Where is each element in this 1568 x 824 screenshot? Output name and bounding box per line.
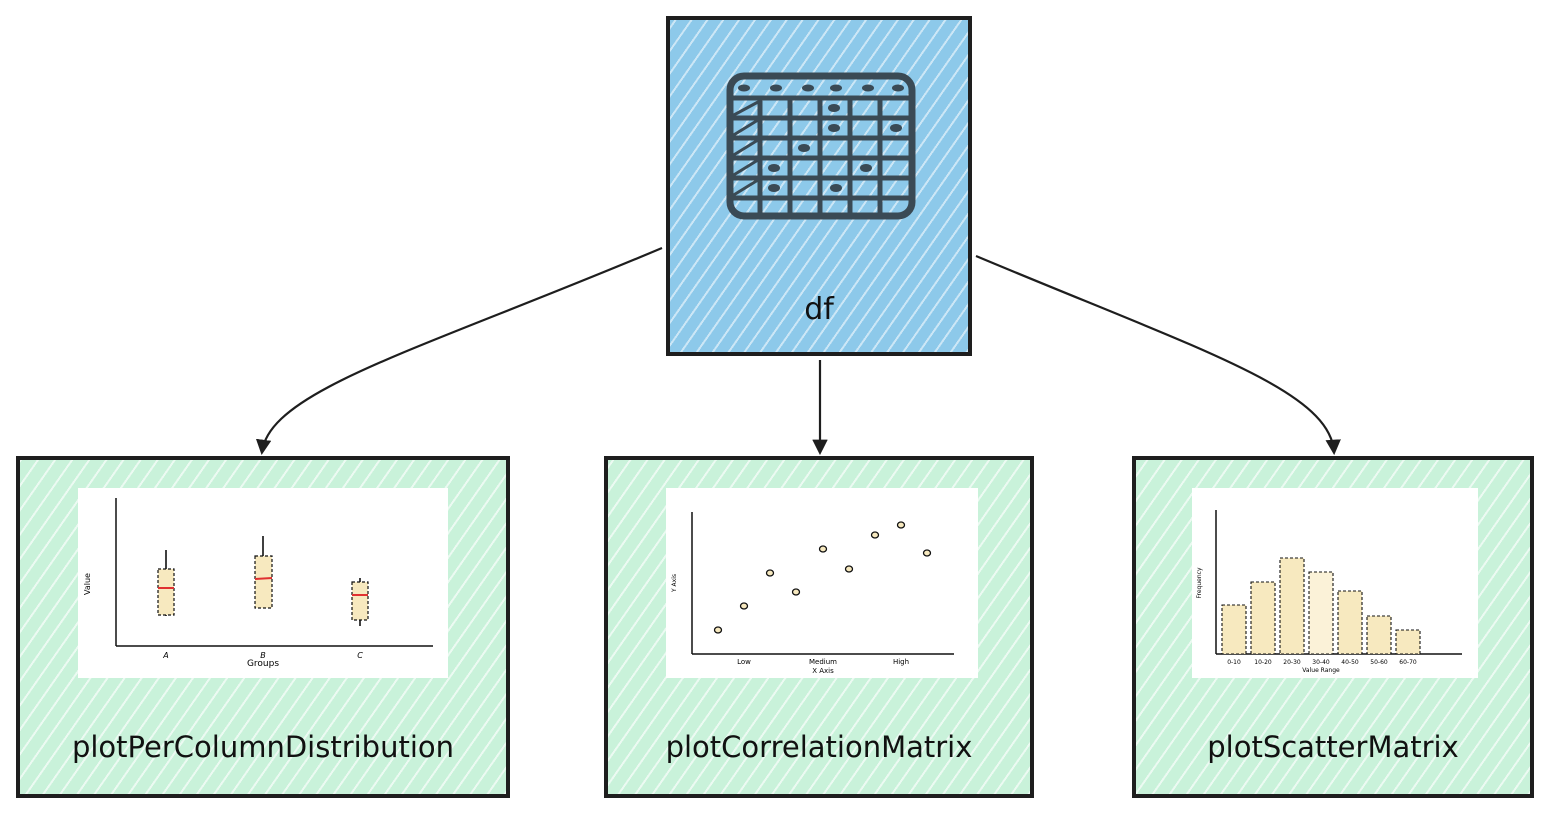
scatter-point — [844, 565, 854, 573]
histogram-chart: 0-10 10-20 20-30 30-40 40-50 50-60 60-70… — [1196, 510, 1462, 674]
tick-label-low: Low — [737, 658, 751, 666]
tick-label-high: High — [893, 658, 909, 666]
distribution-label: plotPerColumnDistribution — [71, 730, 455, 764]
bar-60-70 — [1395, 629, 1421, 655]
y-axis-label: Value — [83, 573, 92, 595]
tick-label-a: A — [162, 651, 168, 660]
scatter-point — [739, 602, 749, 610]
tick-label-40-50: 40-50 — [1341, 659, 1359, 666]
x-axis-label: X Axis — [812, 667, 834, 675]
bar-0-10 — [1221, 604, 1247, 655]
box-b — [254, 555, 273, 609]
tick-label-0-10: 0-10 — [1227, 659, 1241, 666]
box-c — [351, 581, 369, 621]
bar-10-20 — [1250, 581, 1276, 655]
plot-scatter-matrix-node[interactable]: 0-10 10-20 20-30 30-40 40-50 50-60 60-70… — [1132, 456, 1534, 798]
scatter-point — [870, 531, 880, 539]
scatter-matrix-thumbnail: 0-10 10-20 20-30 30-40 40-50 50-60 60-70… — [1192, 488, 1478, 678]
plot-correlation-matrix-node[interactable]: Low Medium High X Axis Y Axis plotCorrel… — [604, 456, 1034, 798]
tick-label-medium: Medium — [809, 658, 837, 666]
bar-50-60 — [1366, 615, 1392, 655]
tick-label-20-30: 20-30 — [1283, 659, 1301, 666]
tick-label-30-40: 30-40 — [1312, 659, 1330, 666]
df-node[interactable]: df — [666, 16, 972, 356]
tick-label-10-20: 10-20 — [1254, 659, 1272, 666]
correlation-label: plotCorrelationMatrix — [665, 730, 973, 764]
tick-label-50-60: 50-60 — [1370, 659, 1388, 666]
box-b-median — [254, 577, 273, 580]
scatter-point — [922, 549, 932, 557]
table-icon — [726, 72, 916, 220]
boxplot-chart: A B C Groups Value — [83, 498, 433, 669]
scatter-matrix-label: plotScatterMatrix — [1207, 730, 1459, 764]
scatter-chart: Low Medium High X Axis Y Axis — [671, 512, 954, 675]
bar-40-50 — [1337, 590, 1363, 655]
y-axis-label: Y Axis — [671, 574, 678, 593]
bar-20-30 — [1279, 557, 1305, 655]
correlation-thumbnail: Low Medium High X Axis Y Axis — [666, 488, 978, 678]
arrow-to-scatter — [975, 254, 1341, 456]
bar-30-40 — [1308, 571, 1334, 655]
scatter-point — [713, 626, 723, 634]
scatter-point — [818, 545, 828, 553]
tick-label-60-70: 60-70 — [1399, 659, 1417, 666]
scatter-point — [765, 569, 775, 577]
x-axis-label: Groups — [247, 659, 279, 669]
scatter-point — [896, 521, 906, 529]
df-label: df — [804, 292, 834, 327]
tick-label-c: C — [357, 651, 363, 660]
scatter-point — [791, 588, 801, 596]
arrow-to-distribution — [255, 246, 663, 456]
y-axis-label: Frequency — [1196, 567, 1203, 598]
box-a — [157, 568, 175, 616]
plot-per-column-distribution-node[interactable]: A B C Groups Value plotPerColumnDistribu… — [16, 456, 510, 798]
tick-label-b: B — [260, 651, 266, 660]
distribution-thumbnail: A B C Groups Value — [78, 488, 448, 678]
x-axis-label: Value Range — [1302, 667, 1340, 674]
